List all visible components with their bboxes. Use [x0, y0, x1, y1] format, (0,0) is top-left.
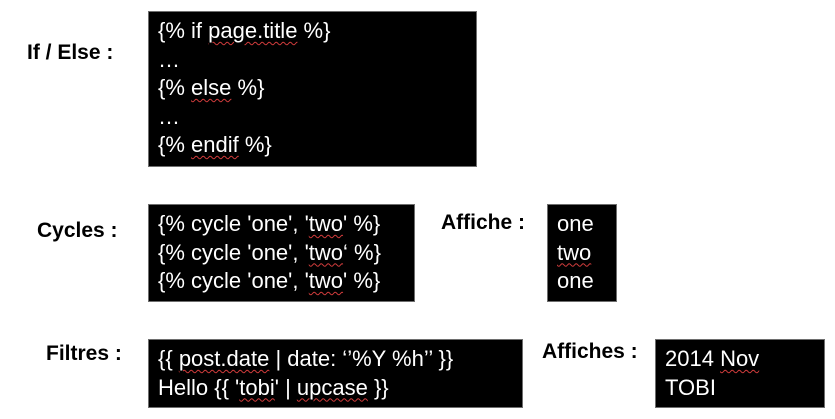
cycles-code-block: {% cycle 'one', 'two' %} {% cycle 'one',… — [148, 204, 415, 302]
code-line: … — [158, 46, 180, 72]
cycles-output-block: one two one — [547, 204, 617, 302]
code-line: {% cycle 'one', 'two' %} — [158, 210, 405, 239]
if-else-label: If / Else : — [27, 41, 114, 64]
code-text: two — [308, 239, 344, 265]
code-text: Hello {{ ' — [158, 374, 240, 400]
code-line: {% endif %} — [158, 131, 467, 160]
code-text: ' | — [274, 374, 297, 400]
code-line: {% if page.title %} — [158, 17, 467, 46]
output-line: two — [557, 239, 592, 265]
code-text: endif — [191, 132, 239, 157]
code-text: {% — [158, 75, 192, 100]
output-line: TOBI — [665, 374, 716, 400]
code-text: %} — [297, 18, 331, 43]
code-text: two — [308, 211, 344, 236]
code-text: {% cycle 'one', ' — [158, 268, 309, 293]
code-text: %} — [231, 75, 265, 100]
output-line: one — [557, 211, 594, 236]
filtres-output-block: 2014 Nov TOBI — [655, 339, 825, 408]
code-line: {% else %} — [158, 74, 467, 103]
filtres-label: Filtres : — [46, 342, 122, 365]
code-text: {% — [158, 132, 192, 157]
code-text: {{ — [158, 346, 179, 371]
code-text: {% cycle 'one', ' — [158, 211, 309, 236]
code-text: page.title — [208, 18, 298, 43]
filtres-output-label: Affiches : — [542, 340, 638, 363]
cycles-label: Cycles : — [37, 219, 118, 242]
code-line: {% cycle 'one', 'two‘ %} — [158, 239, 405, 268]
output-line: one — [557, 268, 594, 293]
code-text: post.date — [178, 346, 270, 371]
code-text: ' %} — [343, 268, 381, 293]
code-line: … — [158, 103, 180, 129]
code-line: {% cycle 'one', 'two' %} — [158, 267, 405, 296]
code-text: {% if — [158, 18, 209, 43]
code-text: ‘ %} — [343, 239, 381, 265]
filtres-code-block: {{ post.date | date: ‘’%Y %h’’ }} Hello … — [148, 339, 523, 408]
output-text: 2014 — [665, 346, 721, 371]
if-else-code-block: {% if page.title %} … {% else %} … {% en… — [148, 11, 477, 167]
code-text: {% cycle 'one', ' — [158, 239, 309, 265]
cycles-output-label: Affiche : — [441, 211, 525, 234]
code-text: upcase — [296, 374, 368, 400]
code-text: two — [308, 268, 344, 293]
code-text: tobi — [239, 374, 275, 400]
code-text: | date: ‘’%Y %h’’ }} — [269, 346, 454, 371]
code-line: Hello {{ 'tobi' | upcase }} — [158, 374, 513, 403]
code-text: ' %} — [343, 211, 381, 236]
code-text: else — [191, 75, 232, 100]
output-line: 2014 Nov — [665, 345, 815, 374]
code-line: {{ post.date | date: ‘’%Y %h’’ }} — [158, 345, 513, 374]
output-text: Nov — [720, 346, 760, 371]
code-text: }} — [367, 374, 389, 400]
code-text: %} — [238, 132, 272, 157]
